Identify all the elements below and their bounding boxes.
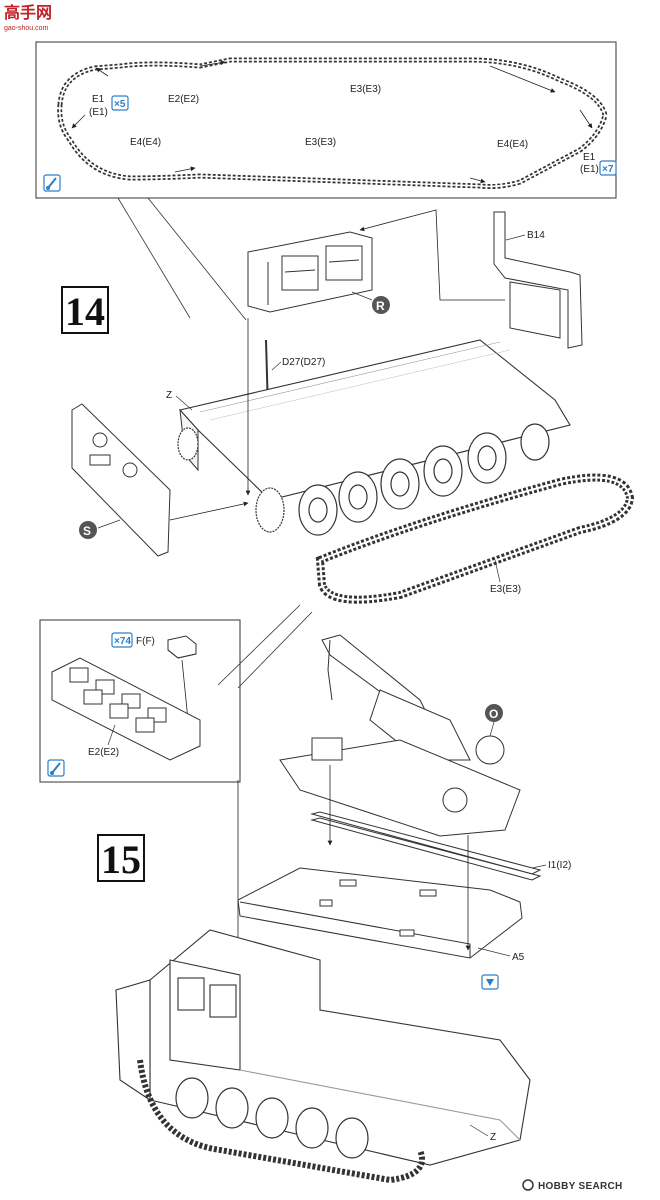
track-pad-part	[167, 635, 197, 659]
step-15-box	[97, 834, 145, 882]
label-z-14: Z	[166, 390, 172, 401]
label-e3-top: E3(E3)	[350, 84, 381, 95]
multiplier-badge-7: ×7	[599, 160, 617, 176]
label-e1-right: E1	[583, 152, 596, 163]
svg-text:×74: ×74	[114, 636, 131, 647]
down-arrow-icon	[481, 974, 499, 990]
label-e1-left: E1	[92, 94, 105, 105]
callout-o: O	[485, 704, 503, 722]
hull-body	[178, 339, 571, 501]
track-link-sprue	[51, 657, 201, 761]
svg-text:×7: ×7	[602, 164, 614, 175]
label-f: F(F)	[136, 636, 155, 647]
footer-credit-text: HOBBY SEARCH	[538, 1181, 623, 1192]
glue-brush-icon-2	[47, 759, 65, 777]
label-i1: I1(I2)	[548, 860, 571, 871]
label-e1-left-paren: (E1)	[89, 107, 108, 118]
watermark-url: gao-shou.com	[4, 25, 49, 32]
label-z-15: Z	[490, 1132, 496, 1143]
rear-panel-s	[71, 403, 171, 557]
label-e4-left: E4(E4)	[130, 137, 161, 148]
label-e3-bottom: E3(E3)	[305, 137, 336, 148]
cab-seat-assembly	[247, 231, 373, 313]
label-e4-right: E4(E4)	[497, 139, 528, 150]
label-e2-mid: E2(E2)	[88, 747, 119, 758]
track-lower-15	[137, 1059, 425, 1184]
svg-text:×5: ×5	[114, 99, 126, 110]
rail-strip-i1	[310, 811, 542, 881]
watermark-logo: 高手网 gao-shou.com	[4, 3, 52, 32]
callout-r: R	[372, 296, 390, 314]
step-14: 14 B14 R D27(D27)	[61, 209, 635, 689]
watermark-brand: 高手网	[4, 3, 52, 22]
multiplier-badge-5: ×5	[111, 95, 129, 111]
footer-credit: HOBBY SEARCH	[522, 1179, 623, 1192]
step-14-box	[61, 286, 109, 334]
step-15: 15 O I1(I2)	[97, 634, 571, 1184]
svg-text:R: R	[376, 299, 385, 313]
label-b14: B14	[527, 230, 545, 241]
callout-s: S	[79, 521, 97, 539]
step-15-number: 15	[101, 837, 141, 882]
road-wheels	[177, 423, 550, 536]
label-e1-right-paren: (E1)	[580, 164, 599, 175]
label-d27: D27(D27)	[282, 357, 325, 368]
panel-b14	[493, 211, 583, 349]
deck-plate-a5	[237, 867, 523, 959]
multiplier-badge-74: ×74	[111, 632, 133, 648]
track-link-inset: ×74 F(F) E2(E2)	[39, 619, 241, 783]
label-e2: E2(E2)	[168, 94, 199, 105]
track-inset-box: E1 (E1) ×5 E2(E2) E3(E3) E4(E4) E3(E3) E…	[35, 41, 617, 199]
label-a5: A5	[512, 952, 525, 963]
svg-text:O: O	[489, 707, 498, 721]
svg-text:S: S	[83, 524, 91, 538]
label-e3-14: E3(E3)	[490, 584, 521, 595]
road-wheels-15	[175, 1077, 369, 1159]
glue-brush-icon	[43, 174, 61, 192]
crane-assembly	[279, 634, 521, 837]
step-14-number: 14	[65, 289, 105, 334]
